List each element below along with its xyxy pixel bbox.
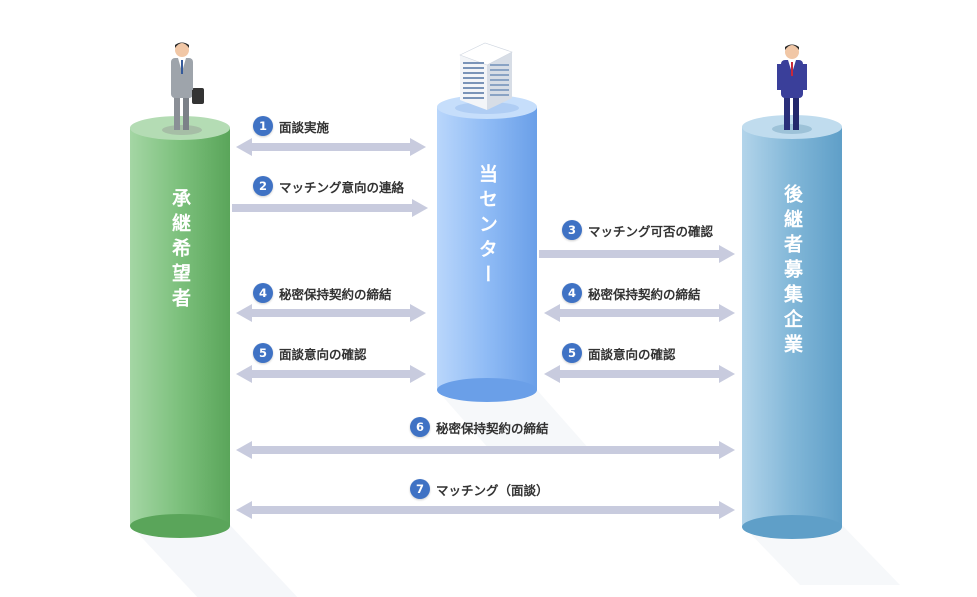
step-label-4-left: 4 秘密保持契約の締結 bbox=[253, 283, 392, 303]
arrow-step-5-left bbox=[236, 365, 426, 383]
floor-shadows bbox=[130, 390, 900, 597]
arrow-step-6 bbox=[236, 441, 735, 459]
step-text: マッチング意向の連絡 bbox=[279, 179, 405, 195]
step-text: 面談意向の確認 bbox=[279, 346, 367, 362]
arrow-step-7 bbox=[236, 501, 735, 519]
step-text: 面談意向の確認 bbox=[588, 346, 676, 362]
right-cylinder bbox=[742, 115, 842, 539]
businessman-left-icon bbox=[162, 42, 204, 135]
step-text: マッチング（面談） bbox=[436, 482, 549, 498]
arrows bbox=[232, 138, 735, 519]
step-label-3: 3 マッチング可否の確認 bbox=[562, 220, 713, 240]
step-number-badge: 1 bbox=[253, 116, 273, 136]
step-label-6: 6 秘密保持契約の締結 bbox=[410, 417, 549, 437]
step-label-1: 1 面談実施 bbox=[253, 116, 329, 136]
step-text: 面談実施 bbox=[279, 119, 330, 135]
left-cylinder bbox=[130, 116, 230, 538]
step-text: マッチング可否の確認 bbox=[588, 223, 714, 239]
step-text: 秘密保持契約の締結 bbox=[588, 286, 701, 302]
businessman-right-icon bbox=[772, 44, 812, 134]
column-label-recruiting-company: 後継者募集企業 bbox=[781, 184, 803, 359]
arrow-step-1 bbox=[236, 138, 426, 156]
office-building-icon bbox=[455, 42, 519, 114]
column-label-center: 当センター bbox=[476, 164, 498, 289]
step-number-badge: 5 bbox=[253, 343, 273, 363]
column-label-successor-candidate: 承継希望者 bbox=[169, 188, 191, 313]
arrow-step-2 bbox=[232, 199, 428, 217]
step-text: 秘密保持契約の締結 bbox=[279, 286, 392, 302]
step-label-2: 2 マッチング意向の連絡 bbox=[253, 176, 404, 196]
step-number-badge: 2 bbox=[253, 176, 273, 196]
arrow-step-5-right bbox=[544, 365, 735, 383]
step-label-7: 7 マッチング（面談） bbox=[410, 479, 549, 499]
step-number-badge: 5 bbox=[562, 343, 582, 363]
step-text: 秘密保持契約の締結 bbox=[436, 420, 549, 436]
step-number-badge: 6 bbox=[410, 417, 430, 437]
step-number-badge: 3 bbox=[562, 220, 582, 240]
arrow-step-3 bbox=[539, 245, 735, 263]
step-label-4-right: 4 秘密保持契約の締結 bbox=[562, 283, 701, 303]
step-number-badge: 4 bbox=[562, 283, 582, 303]
step-label-5-right: 5 面談意向の確認 bbox=[562, 343, 676, 363]
arrow-step-4-right bbox=[544, 304, 735, 322]
arrow-step-4-left bbox=[236, 304, 426, 322]
step-number-badge: 4 bbox=[253, 283, 273, 303]
step-number-badge: 7 bbox=[410, 479, 430, 499]
step-label-5-left: 5 面談意向の確認 bbox=[253, 343, 367, 363]
